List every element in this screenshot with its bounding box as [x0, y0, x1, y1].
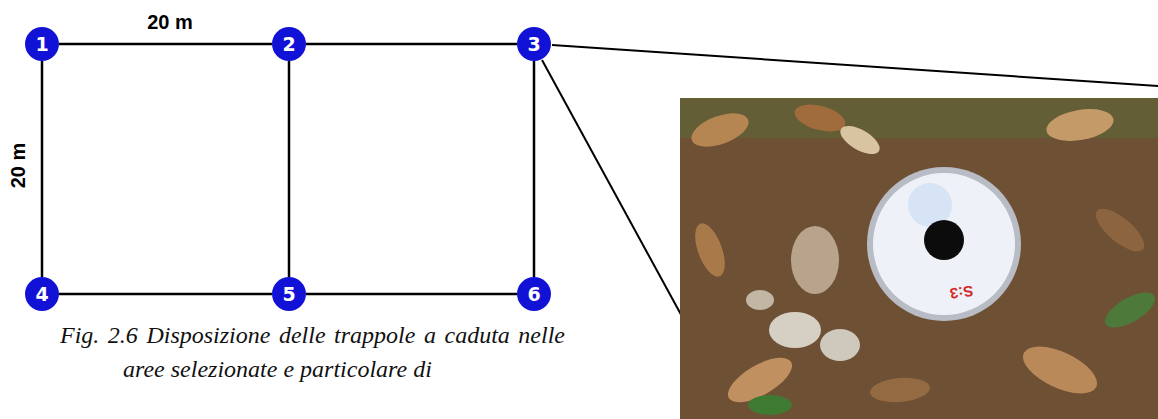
grid-line [306, 44, 517, 45]
grid-line [42, 61, 43, 277]
dimension-label: 20 m [8, 142, 31, 188]
grid-line [59, 294, 272, 295]
trap-photo [680, 98, 1158, 419]
trap-number: 6 [527, 285, 540, 304]
trap-number: 4 [35, 285, 48, 304]
trap-circle: 2 [272, 27, 306, 61]
trap-tag: S:3 [949, 282, 974, 302]
trap-number: 1 [35, 35, 48, 54]
trap-number: 5 [282, 285, 295, 304]
trap-number: 2 [282, 35, 295, 54]
trap-circle: 5 [272, 277, 306, 311]
grid-line [59, 44, 272, 45]
trap-number: 3 [527, 35, 540, 54]
grid-line [534, 61, 535, 277]
trap-circle: 3 [517, 27, 551, 61]
trap-circle: 4 [25, 277, 59, 311]
trap-circle: 6 [517, 277, 551, 311]
zoom-line [552, 45, 1158, 86]
dimension-label: 20 m [147, 11, 193, 34]
figure-caption: Fig. 2.6 Disposizione delle trappole a c… [60, 318, 565, 386]
grid-line [289, 61, 290, 277]
grid-line [306, 294, 517, 295]
trap-circle: 1 [25, 27, 59, 61]
